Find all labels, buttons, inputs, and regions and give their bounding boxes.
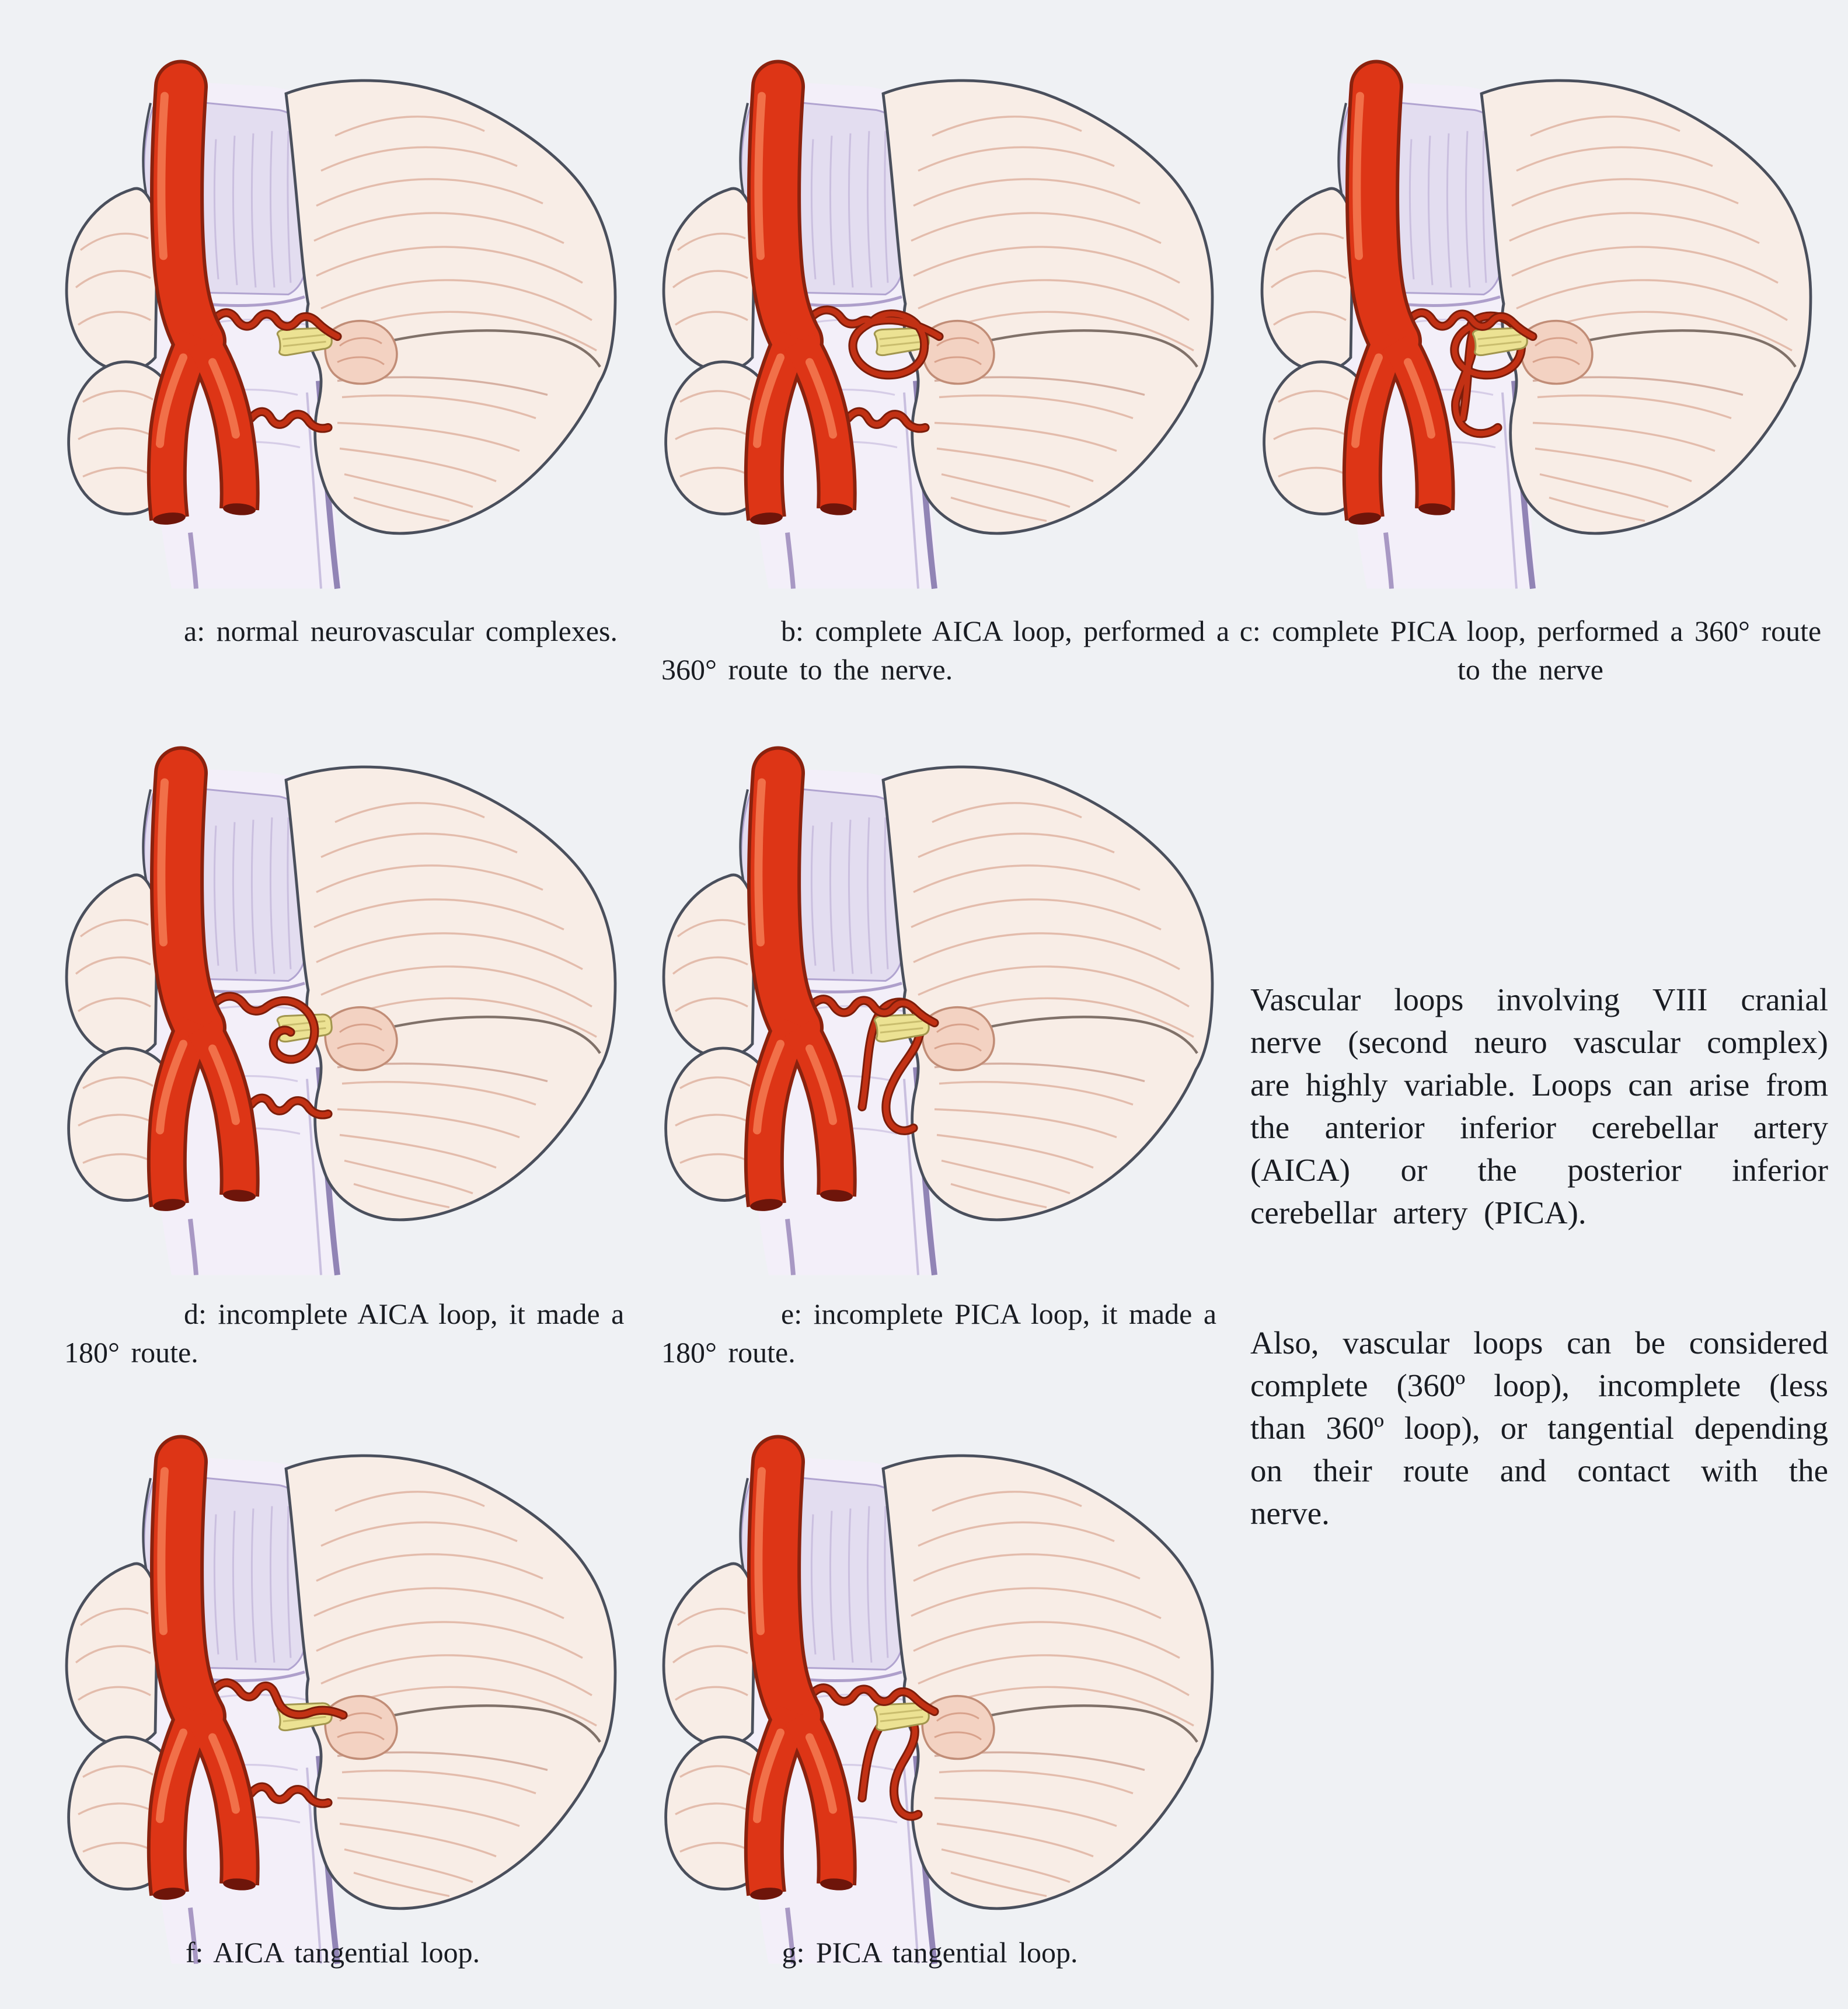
neurovascular-illustration — [65, 1435, 617, 1965]
cranial-nerve-viii-icon — [873, 1702, 930, 1732]
aica-vessel — [806, 995, 939, 1028]
cerebellum-texture — [911, 1491, 1194, 1898]
side-text-paragraph-1: Vascular loops involving VIII cranial ne… — [1250, 982, 1828, 1230]
vertebrobasilar-artery — [744, 60, 857, 525]
cerebellum — [881, 1454, 1214, 1910]
flocculus — [324, 319, 398, 385]
aica-vessel — [209, 1678, 348, 1720]
neurovascular-illustration — [65, 60, 617, 590]
pica-vessel — [843, 407, 930, 433]
flocculus — [324, 1006, 398, 1072]
vertebrobasilar-artery — [744, 1435, 857, 1900]
side-text-paragraph-2: Also, vascular loops can be considered c… — [1250, 1325, 1828, 1531]
left-cerebellar-lobes — [662, 873, 763, 1202]
cerebellum — [284, 1454, 617, 1910]
aica-vessel — [209, 308, 342, 341]
vertebrobasilar-artery — [147, 1435, 260, 1900]
panel-e-illustration — [638, 714, 1222, 1278]
aica-vessel — [806, 305, 944, 380]
vertebrobasilar-artery — [744, 746, 857, 1211]
panel-f — [41, 1403, 625, 1966]
neurovascular-illustration — [65, 746, 617, 1276]
side-text: Vascular loops involving VIII cranial ne… — [1250, 978, 1828, 1534]
left-cerebellar-lobes — [65, 187, 166, 515]
panel-g-illustration — [638, 1403, 1222, 1966]
panel-d — [41, 714, 625, 1278]
cerebellum — [881, 79, 1214, 535]
flocculus — [921, 1006, 995, 1072]
panel-b-caption: b: complete AICA loop, performed a 360° … — [661, 615, 1230, 686]
panel-a-illustration — [41, 28, 625, 591]
aica-vessel — [209, 992, 319, 1064]
cerebellum-texture — [1509, 116, 1793, 522]
neurovascular-illustration — [1260, 60, 1812, 590]
panel-g — [638, 1403, 1222, 1966]
neurovascular-illustration — [662, 60, 1214, 590]
pica-vessel — [246, 1782, 333, 1808]
neurovascular-illustration — [662, 1435, 1214, 1965]
cerebellum-texture — [911, 116, 1194, 522]
pica-vessel — [246, 1093, 333, 1119]
panel-c — [1236, 28, 1820, 591]
panel-b — [638, 28, 1222, 591]
panel-d-caption: d: incomplete AICA loop, it made a 180° … — [64, 1298, 625, 1369]
vertebrobasilar-artery — [147, 746, 260, 1211]
panel-f-caption: f: AICA tangential loop. — [185, 1936, 480, 1969]
vertebrobasilar-artery — [147, 60, 260, 525]
pica-vessel — [246, 407, 333, 433]
left-cerebellar-lobes — [1260, 187, 1362, 515]
cranial-nerve-viii-icon — [873, 1013, 930, 1043]
flocculus — [921, 1694, 995, 1760]
panel-b-illustration — [638, 28, 1222, 591]
panel-g-caption: g: PICA tangential loop. — [782, 1936, 1078, 1969]
panel-c-caption: c: complete PICA loop, performed a 360° … — [1239, 615, 1822, 686]
cerebellum — [1480, 79, 1812, 535]
left-cerebellar-lobes — [662, 1562, 763, 1891]
cerebellum — [284, 765, 617, 1222]
panel-e-caption: e: incomplete PICA loop, it made a 180° … — [661, 1298, 1217, 1369]
cerebellum — [881, 765, 1214, 1222]
cerebellum-texture — [313, 1491, 597, 1898]
panel-a — [41, 28, 625, 591]
panel-d-illustration — [41, 714, 625, 1278]
neurovascular-illustration — [662, 746, 1214, 1276]
panel-e — [638, 714, 1222, 1278]
panel-f-illustration — [41, 1403, 625, 1966]
panel-a-caption: a: normal neurovascular complexes. — [184, 615, 618, 647]
aica-vessel — [1404, 308, 1537, 341]
pica-vessel — [857, 1711, 923, 1821]
panel-c-illustration — [1236, 28, 1820, 591]
cerebellum-texture — [313, 116, 597, 522]
cerebellum — [284, 79, 617, 535]
flocculus — [324, 1694, 398, 1760]
aica-vessel — [806, 1683, 939, 1717]
flocculus — [1519, 319, 1594, 385]
vertebrobasilar-artery — [1342, 60, 1455, 525]
